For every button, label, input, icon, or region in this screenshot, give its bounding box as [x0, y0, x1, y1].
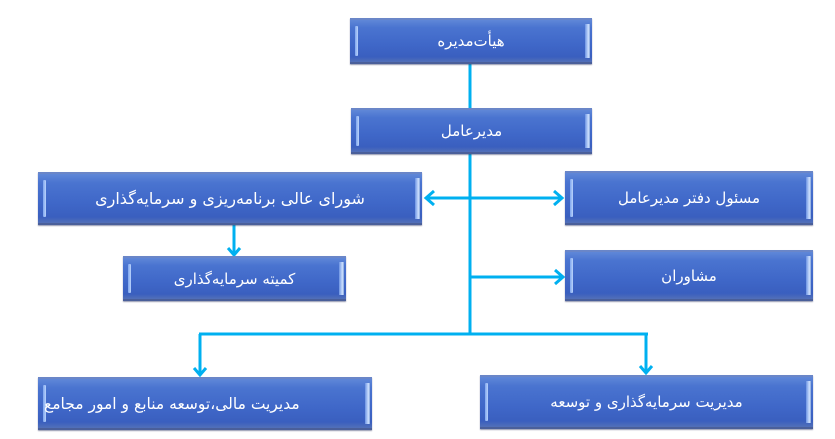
node-board[interactable]: هیأت‌مدیره [350, 18, 592, 64]
node-investment-committee[interactable]: کمیته سرمایه‌گذاری [123, 256, 346, 301]
node-finance-management[interactable]: مدیریت مالی،توسعه منابع و امور مجامع [38, 377, 372, 430]
node-investment-development[interactable]: مدیریت سرمایه‌گذاری و توسعه [480, 375, 813, 429]
node-finance-management-label: مدیریت مالی،توسعه منابع و امور مجامع [44, 394, 300, 413]
arrow-head-right-icon [553, 189, 565, 207]
node-advisors-label: مشاوران [661, 266, 717, 285]
node-advisors[interactable]: مشاوران [565, 250, 813, 301]
node-ceo-label: مدیرعامل [440, 122, 503, 140]
arrow-head-down-icon [192, 367, 208, 378]
arrow-head-right-icon [554, 268, 566, 286]
node-board-label: هیأت‌مدیره [437, 32, 505, 50]
node-investment-development-label: مدیریت سرمایه‌گذاری و توسعه [550, 393, 743, 411]
node-ceo-office-head-label: مسئول دفتر مدیرعامل [617, 189, 761, 207]
node-investment-committee-label: کمیته سرمایه‌گذاری [173, 269, 296, 288]
arrow-head-left-icon [423, 189, 435, 207]
node-ceo[interactable]: مدیرعامل [351, 108, 592, 154]
node-planning-council-label: شورای عالی برنامه‌ریزی و سرمایه‌گذاری [95, 189, 365, 208]
arrow-head-down-icon [226, 247, 242, 258]
node-ceo-office-head[interactable]: مسئول دفتر مدیرعامل [565, 171, 813, 225]
arrow-head-down-icon [638, 365, 654, 376]
node-planning-council[interactable]: شورای عالی برنامه‌ریزی و سرمایه‌گذاری [38, 172, 422, 225]
